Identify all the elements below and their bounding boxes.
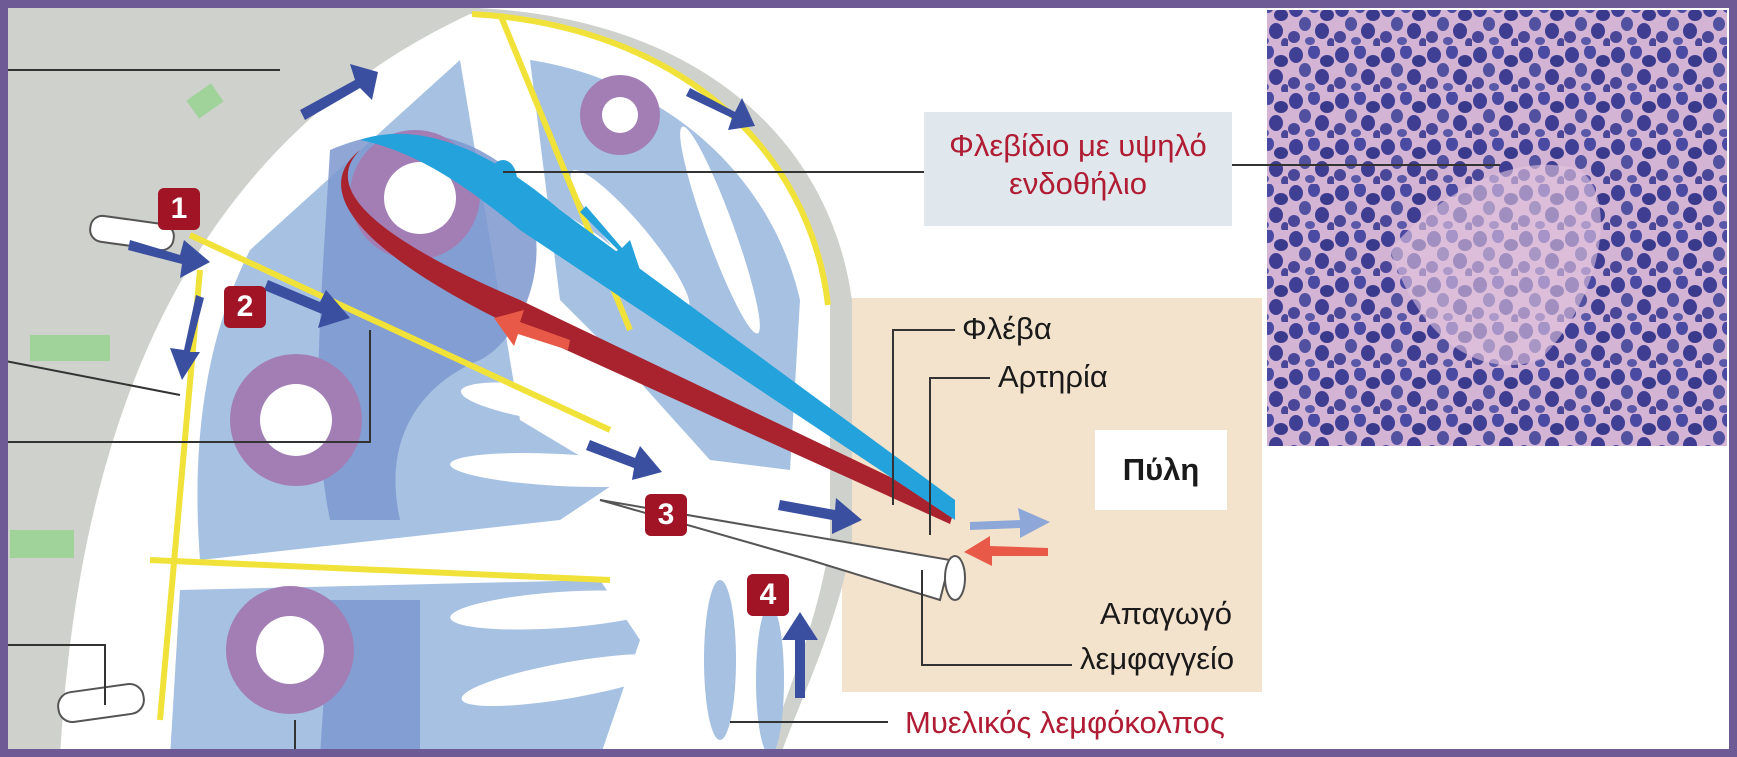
hev-callout: Φλεβίδιο με υψηλό ενδοθήλιο bbox=[924, 112, 1232, 226]
hev-label-line1: Φλεβίδιο με υψηλό bbox=[924, 127, 1232, 165]
efferent-label-line1: Απαγωγό bbox=[1100, 595, 1232, 633]
step-badge-4: 4 bbox=[747, 574, 789, 616]
step-badge-3: 3 bbox=[645, 494, 687, 536]
lymph-node bbox=[0, 8, 852, 757]
high-endothelial-venule bbox=[489, 160, 517, 200]
step-badge-1: 1 bbox=[158, 188, 200, 230]
hev-label-line2: ενδοθήλιο bbox=[924, 165, 1232, 203]
vein-label: Φλέβα bbox=[962, 310, 1052, 348]
medullary-sinus-label: Μυελικός λεμφόκολπος bbox=[905, 704, 1225, 742]
artery-label: Αρτηρία bbox=[998, 358, 1108, 396]
efferent-label-line2: λεμφαγγείο bbox=[1080, 640, 1234, 678]
hilum-label: Πύλη bbox=[1095, 430, 1227, 510]
step-badge-2: 2 bbox=[224, 286, 266, 328]
hilum-callout: Πύλη bbox=[1095, 430, 1227, 510]
